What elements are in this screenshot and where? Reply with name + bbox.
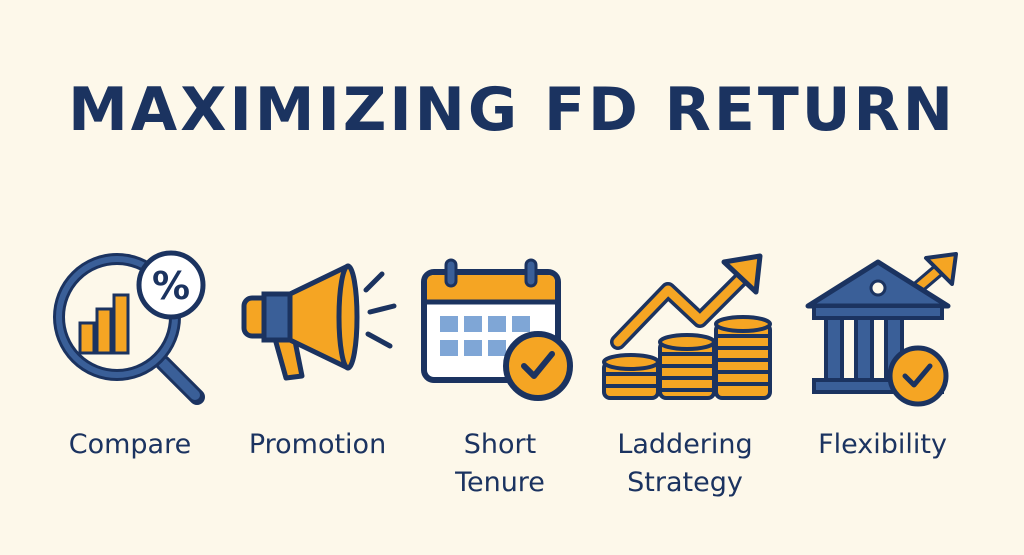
svg-text:%: % [152, 264, 190, 308]
item-label-short-tenure: Short Tenure [415, 426, 585, 502]
magnifier-percent-chart-icon: % [53, 250, 206, 405]
item-label-promotion: Promotion [220, 426, 415, 464]
item-label-line: Strategy [627, 467, 743, 498]
item-label-line: Laddering [617, 429, 753, 460]
item-label-laddering-strategy: Laddering Strategy [590, 426, 780, 502]
item-label-compare: Compare [40, 426, 220, 464]
coin-stacks-growth-arrow-icon [602, 253, 772, 400]
item-label-line: Compare [68, 429, 192, 460]
page-title: MAXIMIZING FD RETURN [68, 75, 956, 145]
item-label-line: Promotion [248, 429, 387, 460]
item-label-flexibility: Flexibility [790, 426, 975, 464]
item-label-line: Flexibility [818, 429, 947, 460]
bank-growth-check-icon [805, 252, 958, 407]
calendar-check-icon [421, 258, 573, 401]
item-label-line: Tenure [455, 467, 545, 498]
item-label-line: Short [463, 429, 537, 460]
megaphone-icon [241, 263, 397, 381]
